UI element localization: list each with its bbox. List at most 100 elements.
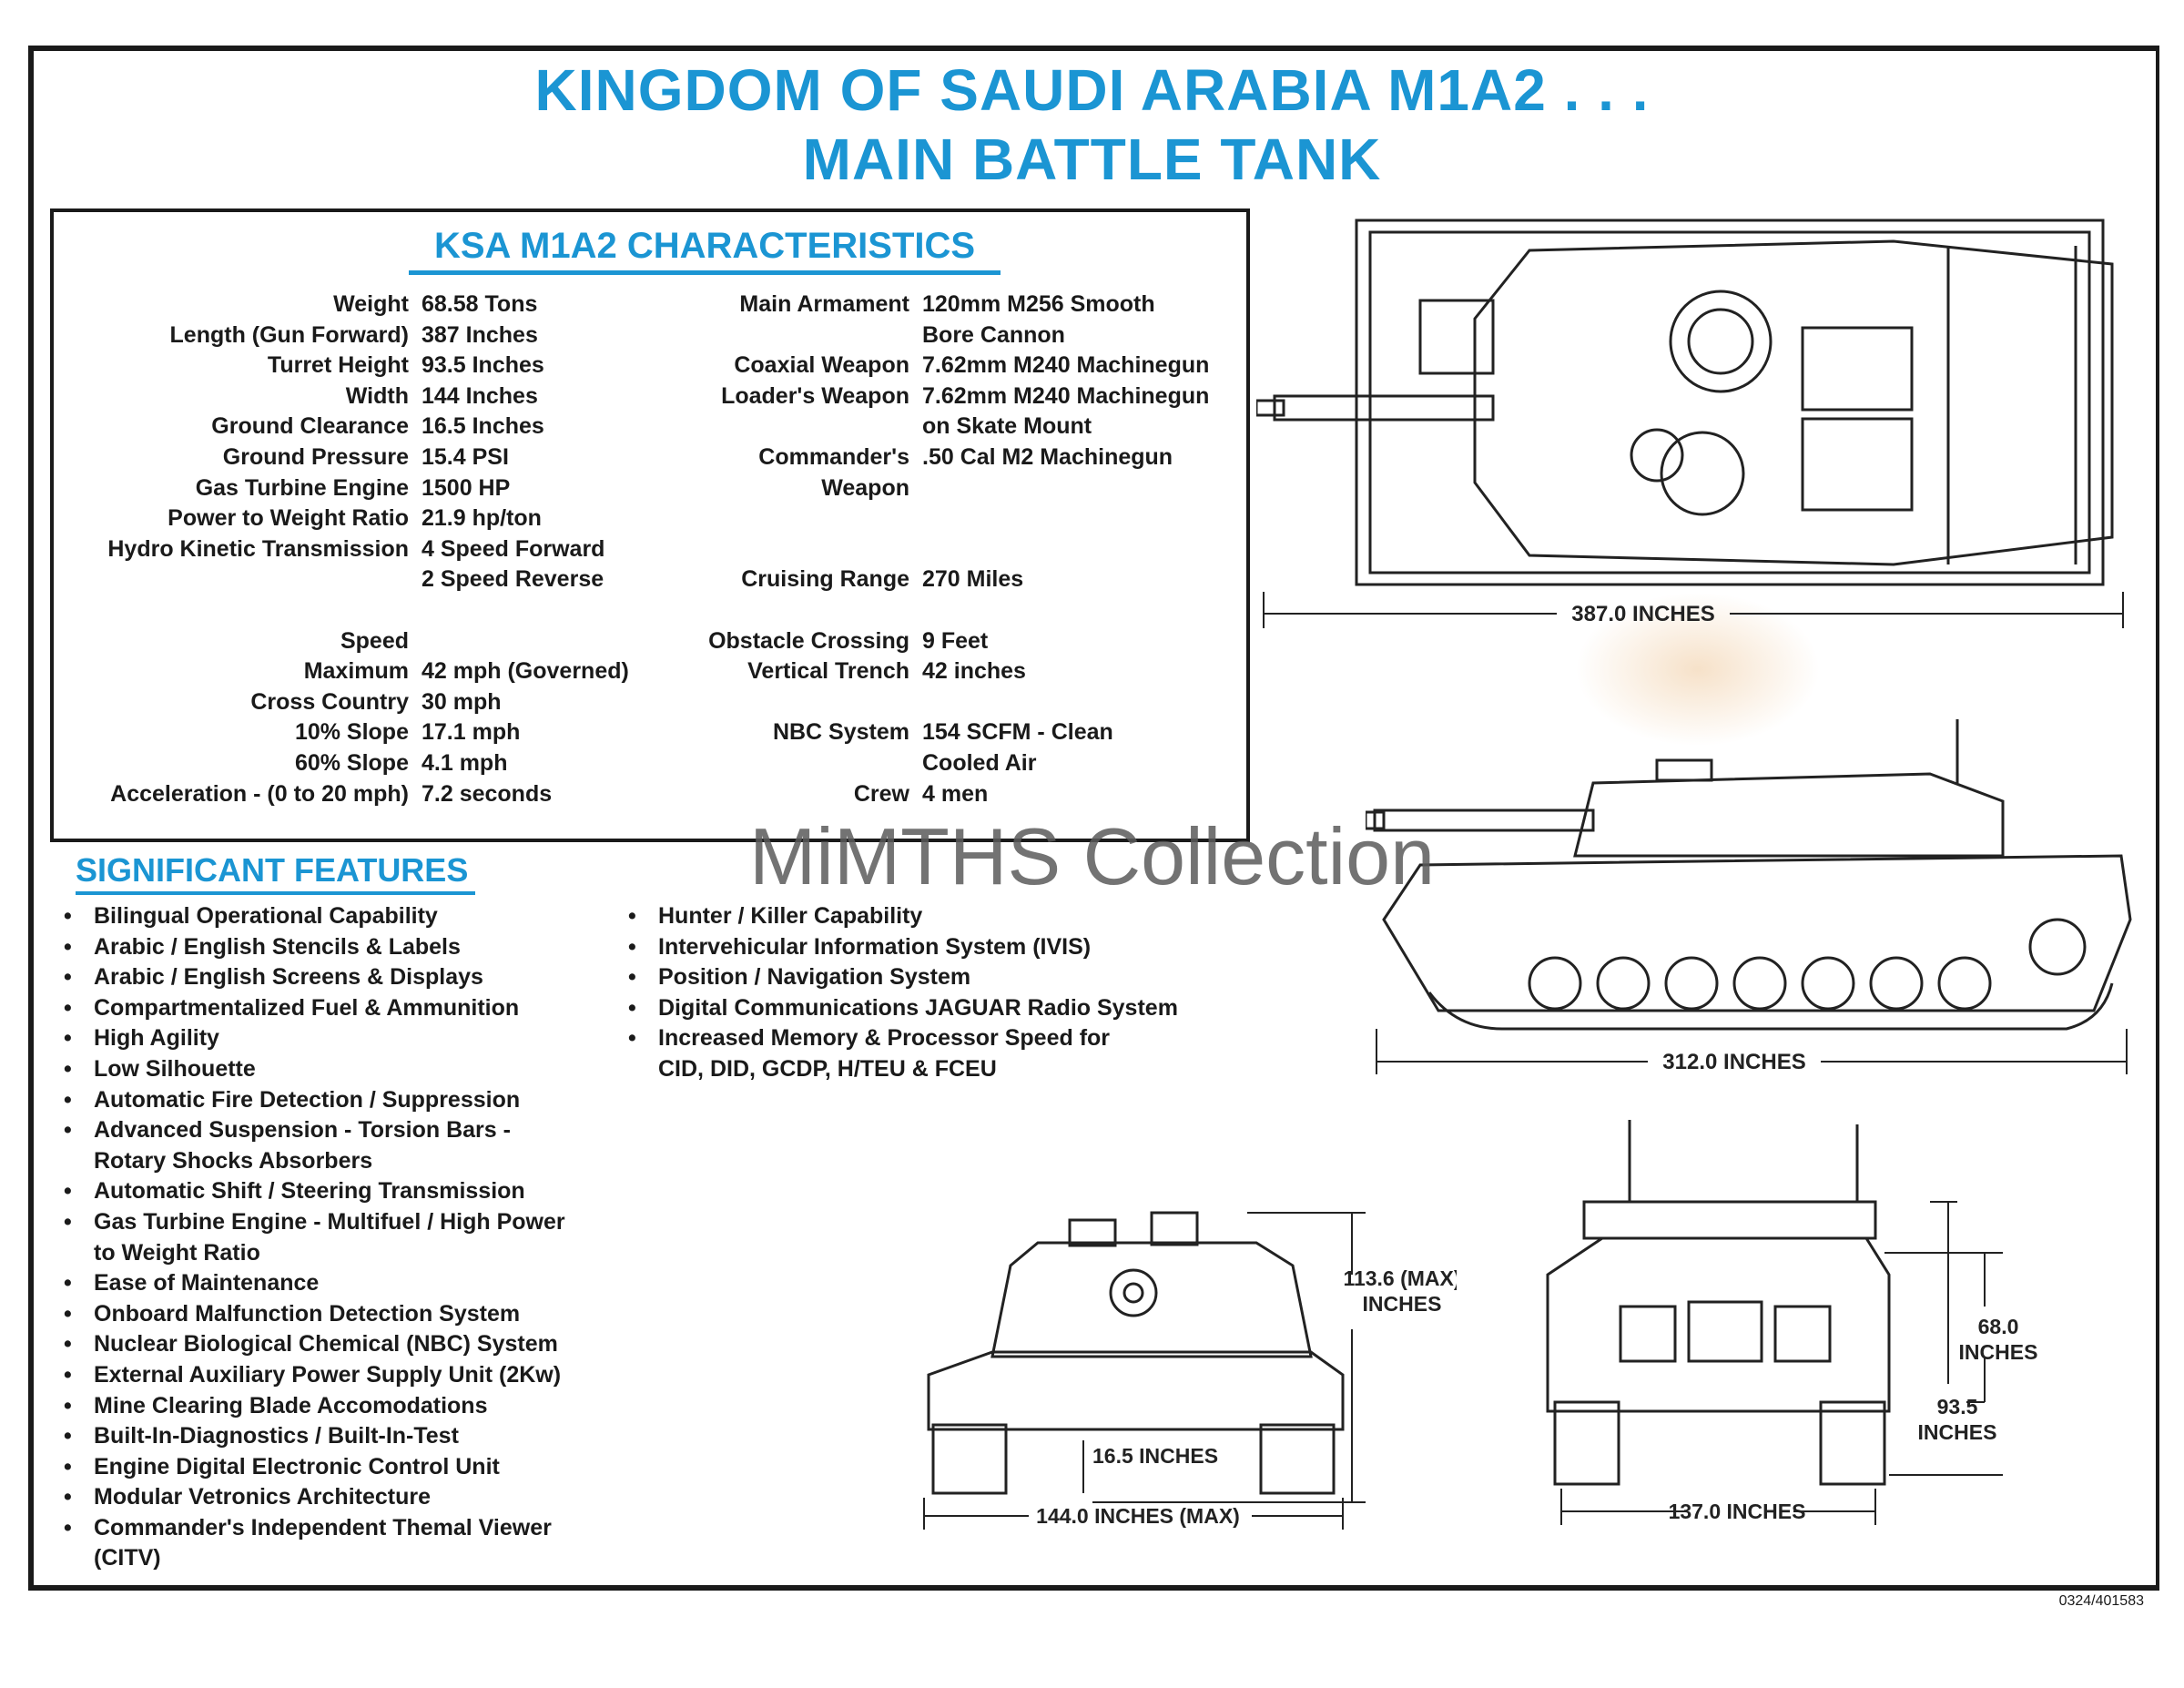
bullet-icon: • [64, 1423, 72, 1449]
spec-row: Maximum 42 mph (Governed) [54, 656, 629, 687]
bullet-icon: • [64, 1453, 72, 1480]
features-right-list: •Hunter / Killer Capability•Intervehicul… [628, 901, 1178, 1085]
feature-text: Built-In-Diagnostics / Built-In-Test [94, 1423, 459, 1449]
feature-text: Engine Digital Electronic Control Unit [94, 1453, 500, 1480]
spec-label: Main Armament [739, 291, 909, 317]
feature-text: Bilingual Operational Capability [94, 903, 438, 929]
spec-row: Bore Cannon [636, 320, 1209, 351]
bullet-icon: • [64, 1055, 72, 1082]
spec-row: Crew 4 men [636, 779, 1209, 810]
feature-item: •High Agility [64, 1023, 565, 1054]
spec-label: Commander's [758, 443, 909, 470]
spec-value: 7.2 seconds [422, 780, 553, 807]
feature-text: Automatic Shift / Steering Transmission [94, 1178, 525, 1205]
feature-item: • Digital Communications JAGUAR Radio Sys… [628, 993, 1178, 1024]
bullet-icon: • [64, 1178, 72, 1205]
spec-row: Speed [54, 626, 629, 657]
bullet-icon: • [64, 1361, 72, 1388]
bullet-icon: • [64, 1086, 72, 1113]
dimension-front-clearance: 16.5 INCHES [1092, 1444, 1218, 1468]
feature-text: Increased Memory & Processor Speed for C… [658, 1025, 1111, 1082]
feature-text: Modular Vetronics Architecture [94, 1484, 431, 1510]
dimension-front-height-line1: 113.6 (MAX) [1343, 1266, 1457, 1290]
spec-label: Maximum [303, 658, 409, 685]
paper-stain [1575, 592, 1821, 747]
bullet-icon: • [64, 994, 72, 1021]
spec-row [636, 595, 1209, 626]
spec-value: on Skate Mount [922, 413, 1092, 440]
feature-item: • Position / Navigation System [628, 962, 1178, 993]
spec-value: 15.4 PSI [422, 443, 509, 470]
bullet-icon: • [628, 964, 636, 991]
spec-value: 2 Speed Reverse [422, 566, 604, 593]
bullet-icon: • [64, 964, 72, 991]
feature-text: Arabic / English Stencils & Labels [94, 933, 461, 960]
spec-value: .50 Cal M2 Machinegun [922, 443, 1173, 470]
feature-text: Automatic Fire Detection / Suppression [94, 1086, 521, 1113]
feature-item: •Advanced Suspension - Torsion Bars - Ro… [64, 1115, 565, 1176]
tank-front-view-drawing: 113.6 (MAX) INCHES 16.5 INCHES 144.0 INC… [923, 1211, 1457, 1530]
spec-value: 7.62mm M240 Machinegun [922, 382, 1210, 409]
bullet-icon: • [64, 1331, 72, 1358]
feature-text: Position / Navigation System [658, 964, 971, 991]
spec-label: Ground Clearance [211, 413, 409, 440]
spec-label: Crew [853, 780, 909, 807]
page-border [28, 46, 2159, 1591]
dimension-front-width: 144.0 INCHES (MAX) [1036, 1504, 1240, 1528]
feature-item: •Ease of Maintenance [64, 1268, 565, 1299]
tank-top-view-drawing: 387.0 INCHES [1256, 219, 2124, 628]
feature-item: • Nuclear Biological Chemical (NBC) Syste… [64, 1329, 565, 1360]
spec-row: Length (Gun Forward)387 Inches [54, 320, 629, 351]
feature-item: • Bilingual Operational Capability [64, 901, 565, 932]
spec-label [636, 595, 922, 626]
spec-value: 16.5 Inches [422, 413, 544, 440]
spec-label: Cross Country [250, 688, 409, 715]
feature-item: •Onboard Malfunction Detection System [64, 1299, 565, 1330]
spec-value: 4 Speed Forward [422, 535, 605, 562]
spec-value: 120mm M256 Smooth [922, 291, 1155, 317]
spec-value: 4 men [922, 780, 989, 807]
features-heading: SIGNIFICANT FEATURES [76, 851, 476, 895]
dimension-rear-height-line2: INCHES [1959, 1340, 2038, 1364]
bullet-icon: • [64, 1270, 72, 1297]
tank-side-view-drawing: 312.0 INCHES [1366, 719, 2132, 1074]
feature-text: High Agility [94, 1025, 219, 1052]
bullet-icon: • [64, 933, 72, 960]
spec-value: 42 mph (Governed) [422, 658, 629, 685]
spec-row [636, 503, 1209, 534]
bullet-icon: • [64, 1208, 72, 1235]
spec-label [636, 320, 922, 351]
feature-text: Arabic / English Screens & Displays [94, 964, 483, 991]
tank-rear-view-drawing: 68.0 INCHES 93.5 INCHES 137.0 INCHES [1546, 1120, 2038, 1525]
dimension-front-height-line2: INCHES [1363, 1292, 1442, 1316]
bullet-icon: • [64, 1117, 72, 1144]
spec-label: Obstacle Crossing [708, 627, 909, 654]
feature-text: Compartmentalized Fuel & Ammunition [94, 994, 520, 1021]
spec-label: Cruising Range [741, 566, 909, 593]
feature-text: Digital Communications JAGUAR Radio Syst… [658, 994, 1178, 1021]
bullet-icon: • [628, 903, 636, 929]
feature-item: •Modular Vetronics Architecture [64, 1482, 565, 1513]
spec-label: 10% Slope [294, 719, 409, 746]
feature-item: •Commander's Independent Themal Viewer (… [64, 1513, 565, 1574]
spec-row: Ground Clearance 16.5 Inches [54, 412, 629, 442]
feature-text: Hunter / Killer Capability [658, 903, 923, 929]
spec-row: Main Armament 120mm M256 Smooth [636, 290, 1209, 320]
spec-label: Acceleration - (0 to 20 mph) [110, 780, 409, 807]
dimension-rear-turret-line1: 93.5 [1937, 1395, 1978, 1419]
bullet-icon: • [628, 994, 636, 1021]
spec-value: 93.5 Inches [422, 352, 544, 379]
spec-label: Weapon [821, 474, 909, 501]
spec-label: NBC System [772, 719, 909, 746]
feature-text: Nuclear Biological Chemical (NBC) System [94, 1331, 558, 1358]
bullet-icon: • [64, 1300, 72, 1327]
title-line-1: KINGDOM OF SAUDI ARABIA M1A2 . . . [534, 57, 1650, 123]
feature-item: • Built-In-Diagnostics / Built-In-Test [64, 1421, 565, 1452]
bullet-icon: • [64, 903, 72, 929]
